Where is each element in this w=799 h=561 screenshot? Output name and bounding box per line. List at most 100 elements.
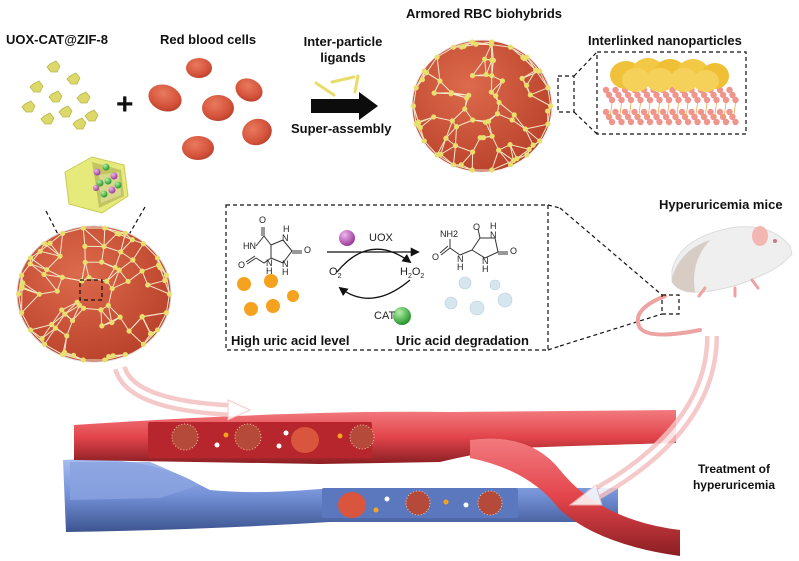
mesh-node — [59, 307, 65, 313]
mesh-node — [110, 353, 116, 359]
mesh-link — [62, 276, 82, 282]
lipid-head — [615, 91, 622, 99]
degraded-particles — [444, 276, 513, 316]
mesh-node — [18, 310, 25, 316]
mesh-link — [29, 263, 45, 275]
mesh-link — [29, 250, 41, 265]
lipid-head — [643, 91, 651, 99]
label-super-assembly: Super-assembly — [291, 121, 392, 136]
lipid-tail — [676, 102, 679, 119]
mesh-link — [420, 116, 434, 129]
atom-label: N — [457, 254, 464, 264]
mesh-link — [21, 286, 40, 295]
mesh-node — [410, 103, 416, 109]
mesh-link — [547, 105, 552, 125]
label-uox-cat-zif8: UOX-CAT@ZIF-8 — [6, 32, 108, 47]
mesh-node — [450, 44, 457, 50]
lipid-head — [713, 96, 720, 104]
armored-rbc-top — [410, 39, 554, 173]
zoom-box-left — [79, 279, 103, 301]
lipid-head — [722, 118, 730, 126]
lipid-head — [602, 108, 610, 116]
mesh-node — [157, 265, 163, 271]
lipid-head — [637, 96, 644, 104]
lipid-head — [732, 118, 739, 126]
cat-sphere — [393, 307, 411, 325]
mesh-node — [166, 291, 173, 297]
mesh-link — [412, 87, 417, 107]
mesh-link — [112, 280, 129, 290]
lipid-head — [656, 118, 663, 126]
mesh-node — [41, 271, 47, 278]
mesh-node — [530, 142, 536, 148]
lipid-head — [703, 96, 711, 104]
atom-label: O — [238, 260, 246, 270]
lipid-head — [678, 108, 686, 116]
mesh-node — [493, 93, 499, 99]
label-treatment-2: hyperuricemia — [692, 478, 776, 492]
allantoin-structure — [439, 228, 508, 259]
mesh-node — [27, 255, 34, 261]
lipid-tail — [647, 102, 651, 119]
uric-acid-structure — [245, 227, 302, 265]
mesh-node — [470, 117, 476, 123]
label-treatment-1: Treatment of — [697, 462, 770, 476]
mesh-node — [434, 54, 440, 60]
mesh-node — [19, 284, 25, 290]
lipid-head — [684, 96, 692, 104]
mesh-node — [489, 167, 495, 173]
mesh-node — [415, 119, 422, 125]
mesh-node — [488, 89, 494, 95]
atom-label: H — [482, 264, 489, 274]
atom-label: NH2 — [440, 229, 459, 239]
mesh-node — [163, 272, 170, 278]
mesh-link — [495, 80, 503, 96]
mesh-node — [461, 43, 467, 49]
mesh-node — [69, 317, 76, 324]
mesh-link — [143, 329, 158, 345]
mesh-node — [438, 151, 444, 157]
mesh-link — [41, 327, 56, 339]
lipid-head — [716, 108, 724, 116]
atom-label: N — [266, 258, 273, 268]
mesh-node — [526, 146, 532, 152]
mesh-node — [470, 149, 476, 155]
mesh-node — [80, 357, 86, 363]
mesh-link — [59, 233, 64, 257]
mesh-link — [120, 239, 133, 253]
lipid-tail — [685, 102, 689, 119]
vein-contents — [338, 490, 503, 518]
mesh-node — [130, 257, 136, 263]
mesh-node — [39, 335, 45, 342]
mesh-link — [119, 316, 130, 332]
mesh-link — [51, 313, 66, 325]
mesh-link — [453, 145, 456, 165]
mesh-link — [440, 145, 456, 155]
lipid-head — [710, 91, 717, 99]
lipid-tail — [609, 102, 613, 119]
mesh-link — [107, 288, 113, 306]
label-uric-degradation: Uric acid degradation — [396, 333, 529, 348]
mesh-node — [507, 44, 514, 50]
mesh-node — [494, 111, 501, 117]
mesh-link — [147, 284, 170, 295]
mesh-node — [163, 310, 170, 316]
mesh-node — [126, 328, 132, 334]
label-h2o2: H2O2 — [400, 266, 425, 281]
mesh-node — [125, 278, 131, 285]
mesh-link — [142, 312, 167, 318]
mesh-node — [496, 147, 502, 153]
mesh-link — [524, 128, 541, 142]
mesh-link — [30, 263, 47, 271]
lipid-head — [729, 91, 736, 99]
atom-label: N — [282, 259, 289, 269]
mesh-node — [145, 282, 151, 288]
mesh-node — [41, 341, 48, 347]
mesh-node — [82, 259, 88, 265]
lipid-head — [618, 96, 625, 104]
mesh-node — [106, 353, 112, 360]
lipid-head — [675, 96, 682, 104]
mesh-link — [46, 255, 61, 271]
mesh-node — [116, 231, 122, 237]
lipid-head — [694, 118, 701, 126]
